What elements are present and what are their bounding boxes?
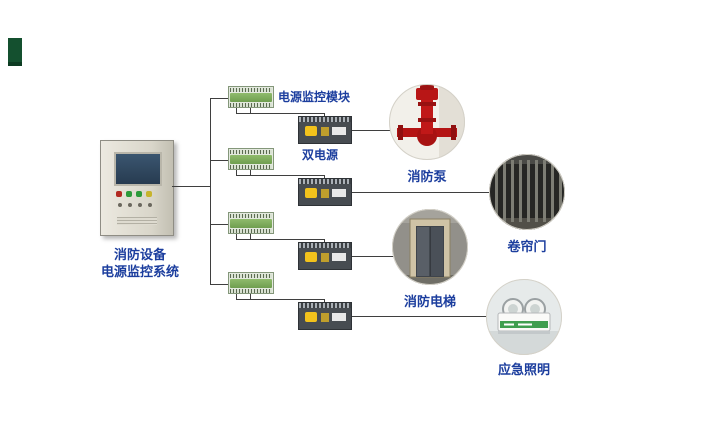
- module-ats-wire: [324, 239, 325, 242]
- cabinet-caption-line2: 电源监控系统: [100, 264, 179, 279]
- bus-stub-2: [210, 160, 228, 161]
- module-ats-wire: [324, 175, 325, 178]
- cabinet-caption-line1: 消防设备: [113, 247, 166, 262]
- fire-pump-photo: [389, 84, 465, 160]
- dual-power-switch: [298, 242, 352, 270]
- ats-load-wire: [352, 130, 393, 131]
- monitor-cabinet: [100, 140, 174, 236]
- module-ats-wire: [236, 175, 324, 176]
- red-button: [116, 191, 122, 197]
- cabinet-screen: [114, 152, 162, 186]
- dual-power-label: 双电源: [302, 148, 339, 162]
- module-label: 电源监控模块: [278, 90, 351, 104]
- connector-cabinet-bus: [172, 186, 210, 187]
- power-monitor-module: [228, 212, 274, 234]
- fire-elevator-photo: [392, 209, 468, 285]
- power-monitor-module: [228, 272, 274, 294]
- cabinet-vent: [117, 217, 157, 225]
- ats-load-wire: [352, 316, 489, 317]
- module-ats-wire: [324, 113, 325, 116]
- module-drop-wire: [236, 294, 237, 299]
- bus-line: [210, 98, 211, 285]
- bus-stub-4: [210, 284, 228, 285]
- ats-load-wire: [352, 192, 492, 193]
- module-drop-wire: [236, 234, 237, 239]
- device-label-fire-pump: 消防泵: [407, 169, 447, 184]
- green-button: [136, 191, 142, 197]
- module-drop-wire: [250, 170, 251, 175]
- dual-power-switch: [298, 116, 352, 144]
- bus-stub-1: [210, 98, 228, 99]
- power-monitor-module: [228, 148, 274, 170]
- yellow-button: [146, 191, 152, 197]
- module-drop-wire: [250, 234, 251, 239]
- cabinet-caption: 消防设备 电源监控系统: [78, 246, 202, 280]
- ats-load-wire: [352, 256, 396, 257]
- device-label-roller-door: 卷帘门: [507, 239, 547, 254]
- power-monitor-module: [228, 86, 274, 108]
- emergency-light-photo: [486, 279, 562, 355]
- bus-stub-3: [210, 224, 228, 225]
- dual-power-switch: [298, 178, 352, 206]
- module-drop-wire: [236, 108, 237, 113]
- green-button: [126, 191, 132, 197]
- roller-shutter-photo: [489, 154, 565, 230]
- module-drop-wire: [250, 108, 251, 113]
- module-ats-wire: [236, 113, 324, 114]
- dual-power-switch: [298, 302, 352, 330]
- module-ats-wire: [236, 299, 324, 300]
- module-ats-wire: [324, 299, 325, 302]
- module-drop-wire: [250, 294, 251, 299]
- brand-logo: [8, 38, 22, 66]
- cabinet-buttons: [116, 191, 152, 197]
- device-label-emergency-light: 应急照明: [497, 362, 550, 377]
- device-label-fire-elevator: 消防电梯: [403, 294, 456, 309]
- module-ats-wire: [236, 239, 324, 240]
- module-drop-wire: [236, 170, 237, 175]
- cabinet-indicators: [118, 203, 152, 207]
